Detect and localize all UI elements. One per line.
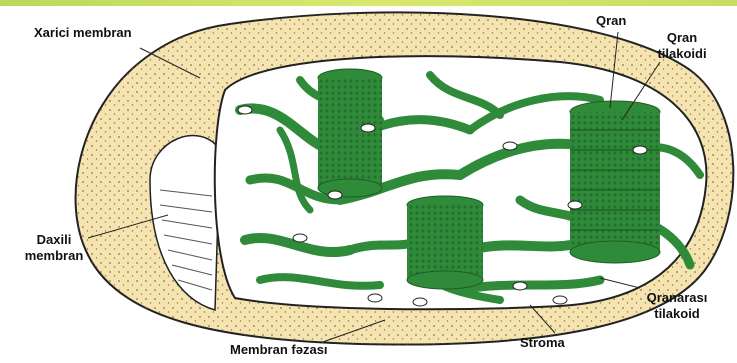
label-granum-thylakoid-line1: Qran: [650, 30, 714, 46]
label-intermembrane-space: Membran fəzası: [230, 342, 328, 358]
label-stroma-thylakoid: Qranarası tilakoid: [632, 290, 722, 322]
label-granum: Qran: [596, 13, 626, 29]
label-stroma: Stroma: [520, 335, 565, 351]
label-stroma-thylakoid-line1: Qranarası: [632, 290, 722, 306]
granum-left: [318, 69, 382, 197]
label-outer-membrane: Xarici membran: [34, 25, 132, 41]
label-granum-thylakoid-line2: tilakoidi: [650, 46, 714, 62]
label-granum-thylakoid: Qran tilakoidi: [650, 30, 714, 62]
label-inner-membrane-line1: Daxili: [18, 232, 90, 248]
granum-middle: [407, 196, 483, 289]
granum-right: [570, 101, 660, 263]
label-inner-membrane-line2: membran: [18, 248, 90, 264]
label-inner-membrane: Daxili membran: [18, 232, 90, 264]
label-stroma-thylakoid-line2: tilakoid: [632, 306, 722, 322]
